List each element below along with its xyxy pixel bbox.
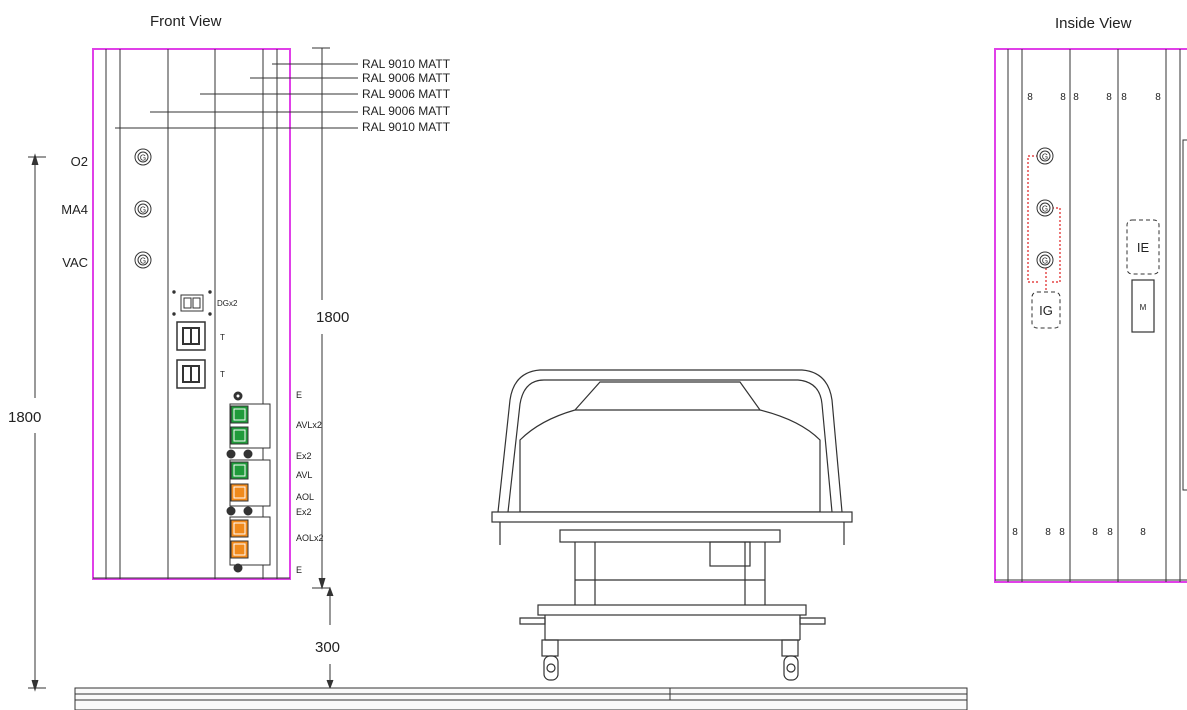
gas-label-o2: O2 xyxy=(71,154,88,169)
slot-marker: 8 xyxy=(1012,527,1018,538)
hospital-bed xyxy=(491,369,853,681)
slot-marker: 8 xyxy=(1107,527,1113,538)
svg-text:G: G xyxy=(140,257,146,266)
orange-socket-icon xyxy=(230,483,249,502)
gas-pipe-links xyxy=(1027,155,1061,290)
earth-stud-icon xyxy=(233,391,243,401)
floor-clearance-label: 300 xyxy=(315,639,340,656)
finish-leaders xyxy=(115,63,358,129)
panel-height-dimension xyxy=(312,47,330,590)
slot-marker: 8 xyxy=(1092,527,1098,538)
gas-labels: O2 MA4 VAC xyxy=(61,154,88,270)
data-label-dg: DGx2 xyxy=(217,299,238,308)
data-label-t2: T xyxy=(220,370,225,379)
panel-height-label: 1800 xyxy=(316,309,349,326)
svg-text:G: G xyxy=(1042,205,1048,214)
gas-outlet-icon: G xyxy=(134,148,152,166)
finish-label: RAL 9006 MATT xyxy=(362,71,451,85)
overall-height-dimension xyxy=(28,153,46,692)
socket-label: Ex2 xyxy=(296,451,312,461)
orange-socket-icon xyxy=(230,519,249,538)
gas-outlet-icon: G xyxy=(134,251,152,269)
gas-outlets: G G G xyxy=(134,148,152,269)
inside-view-title: Inside View xyxy=(1055,15,1132,32)
overall-height-label: 1800 xyxy=(8,409,41,426)
socket-label: Ex2 xyxy=(296,507,312,517)
finish-label: RAL 9010 MATT xyxy=(362,120,451,134)
socket-label: AOLx2 xyxy=(296,533,324,543)
socket-label: AVLx2 xyxy=(296,420,322,430)
slot-markers: 8 8 8 8 8 8 8 8 8 8 8 8 xyxy=(1012,92,1161,538)
slot-marker: 8 xyxy=(1106,92,1112,103)
gas-outlet-icon: G xyxy=(1036,251,1054,269)
green-socket-icon xyxy=(230,405,249,424)
gas-outlet-icon: G xyxy=(1036,199,1054,217)
earth-stud-icon xyxy=(226,449,253,459)
slot-marker: 8 xyxy=(1140,527,1146,538)
front-panel-outline xyxy=(92,48,291,580)
slot-marker: 8 xyxy=(1155,92,1161,103)
inside-gas-outlets: G G G xyxy=(1036,147,1054,269)
gas-label-ma4: MA4 xyxy=(61,202,88,217)
gas-outlet-icon: G xyxy=(1036,147,1054,165)
slot-marker: 8 xyxy=(1121,92,1127,103)
socket-label: E xyxy=(296,390,302,400)
floor xyxy=(74,687,968,710)
svg-text:G: G xyxy=(1042,153,1048,162)
slot-marker: 8 xyxy=(1073,92,1079,103)
data-label-t1: T xyxy=(220,333,225,342)
m-box xyxy=(1131,279,1155,333)
ig-box xyxy=(1031,291,1061,329)
svg-text:G: G xyxy=(1042,257,1048,266)
inside-panel xyxy=(994,48,1187,583)
slot-marker: 8 xyxy=(1059,527,1065,538)
data-socket-icon xyxy=(180,294,204,312)
m-label: M xyxy=(1140,303,1147,312)
svg-text:G: G xyxy=(140,206,146,215)
earth-stud-icon xyxy=(226,506,253,516)
finish-label: RAL 9006 MATT xyxy=(362,104,451,118)
slot-marker: 8 xyxy=(1027,92,1033,103)
earth-stud-icon xyxy=(233,563,243,573)
orange-socket-icon xyxy=(230,540,249,559)
front-view-title: Front View xyxy=(150,13,222,30)
svg-text:G: G xyxy=(140,154,146,163)
ie-box xyxy=(1126,219,1160,275)
socket-label: E xyxy=(296,565,302,575)
socket-label: AOL xyxy=(296,492,314,502)
slot-marker: 8 xyxy=(1045,527,1051,538)
gas-label-vac: VAC xyxy=(62,255,88,270)
socket-labels: E AVLx2 Ex2 AVL AOL Ex2 AOLx2 E xyxy=(296,390,324,575)
green-socket-icon xyxy=(230,426,249,445)
green-socket-icon xyxy=(230,461,249,480)
socket-label: AVL xyxy=(296,470,312,480)
ie-label: IE xyxy=(1137,240,1150,255)
ig-label: IG xyxy=(1039,303,1053,318)
finish-label: RAL 9006 MATT xyxy=(362,87,451,101)
floor-clearance-dimension xyxy=(326,586,334,690)
finish-label: RAL 9010 MATT xyxy=(362,57,451,71)
data-outlet-block xyxy=(172,290,212,389)
power-sockets xyxy=(226,391,271,573)
finish-labels: RAL 9010 MATT RAL 9006 MATT RAL 9006 MAT… xyxy=(362,57,451,134)
inside-components xyxy=(1031,219,1160,333)
data-labels: DGx2 T T xyxy=(217,299,238,379)
inside-panel-outline xyxy=(994,48,1187,583)
slot-marker: 8 xyxy=(1060,92,1066,103)
gas-outlet-icon: G xyxy=(134,200,152,218)
